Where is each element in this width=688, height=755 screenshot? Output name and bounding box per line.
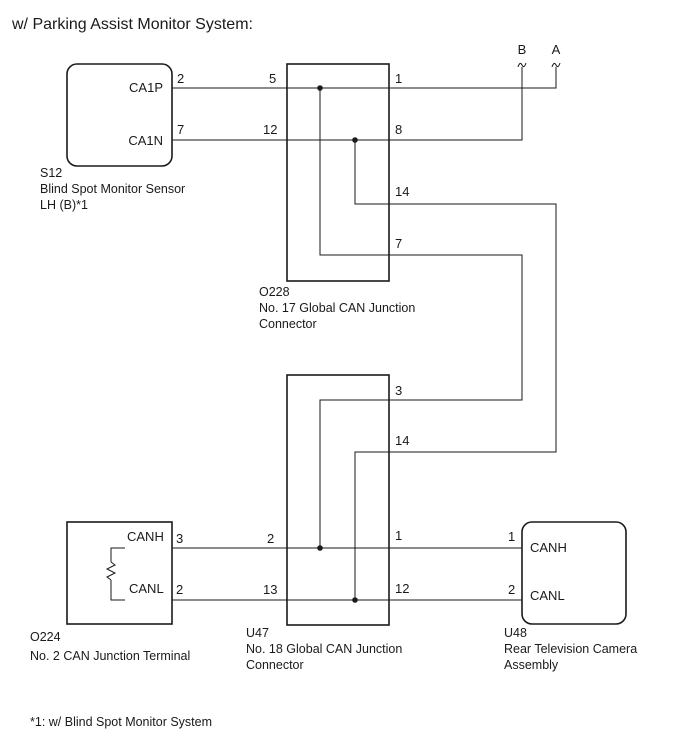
s12-sensor-box	[66, 63, 173, 167]
o228-pin-12: 12	[263, 122, 277, 137]
u48-name-line2: Assembly	[504, 658, 559, 672]
o224-signal-canh: CANH	[127, 529, 164, 544]
u48-name-line1: Rear Television Camera	[504, 642, 637, 656]
o228-pin-5: 5	[269, 71, 276, 86]
junction-dot	[317, 85, 323, 91]
wire-u47-internal-low	[354, 451, 389, 600]
junction-dot	[352, 137, 358, 143]
o228-name-line2: Connector	[259, 317, 317, 331]
u47-connector-box	[286, 374, 390, 626]
o228-code: O228	[259, 285, 290, 299]
u47-name-line2: Connector	[246, 658, 304, 672]
u47-pin-13: 13	[263, 582, 277, 597]
o224-pin-2: 2	[176, 582, 183, 597]
terminal-a-label: A	[552, 42, 561, 57]
s12-pin-7: 7	[177, 122, 184, 137]
o228-pin-8: 8	[395, 122, 402, 137]
terminal-b-break-mark	[517, 62, 527, 68]
s12-pin-2: 2	[177, 71, 184, 86]
wire-b	[172, 67, 523, 141]
s12-signal-ca1p: CA1P	[129, 80, 163, 95]
s12-name-line2: LH (B)*1	[40, 198, 88, 212]
o224-signal-canl: CANL	[129, 581, 164, 596]
o224-terminal-box	[66, 521, 173, 625]
o228-connector-box	[286, 63, 390, 282]
s12-code: S12	[40, 166, 62, 180]
u47-name-line1: No. 18 Global CAN Junction	[246, 642, 402, 656]
wire-u47-internal-high	[319, 399, 389, 548]
u48-pin-2: 2	[508, 582, 515, 597]
wire-o228-7-to-u47-3	[389, 254, 523, 401]
s12-name-line1: Blind Spot Monitor Sensor	[40, 182, 185, 196]
terminal-b-label: B	[518, 42, 527, 57]
u48-signal-canh: CANH	[530, 540, 567, 555]
s12-signal-ca1n: CA1N	[128, 133, 163, 148]
diagram-title: w/ Parking Assist Monitor System:	[11, 16, 253, 33]
o224-pin-3: 3	[176, 531, 183, 546]
o224-resistor-lead	[110, 580, 125, 601]
resistor-icon	[105, 561, 117, 581]
wire-a	[172, 67, 557, 89]
o224-code: O224	[30, 630, 61, 644]
o228-pin-14: 14	[395, 184, 409, 199]
u47-pin-14: 14	[395, 433, 409, 448]
o224-name-line1: No. 2 CAN Junction Terminal	[30, 649, 190, 663]
o228-pin-1: 1	[395, 71, 402, 86]
u47-code: U47	[246, 626, 269, 640]
u47-pin-3: 3	[395, 383, 402, 398]
u48-signal-canl: CANL	[530, 588, 565, 603]
u48-code: U48	[504, 626, 527, 640]
wire-o228-internal-high	[319, 88, 389, 256]
u48-pin-1: 1	[508, 529, 515, 544]
junction-dot	[317, 545, 323, 551]
u47-pin-12: 12	[395, 581, 409, 596]
junction-dot	[352, 597, 358, 603]
terminal-a-break-mark	[551, 62, 561, 68]
u47-pin-1: 1	[395, 528, 402, 543]
wire-o228-internal-low	[354, 140, 389, 205]
u48-camera-box	[521, 521, 627, 625]
o228-pin-7: 7	[395, 236, 402, 251]
u47-pin-2: 2	[267, 531, 274, 546]
o224-resistor-lead	[110, 547, 125, 562]
footnote: *1: w/ Blind Spot Monitor System	[30, 715, 212, 729]
wire-o228-14-to-u47-14	[389, 203, 557, 453]
o228-name-line1: No. 17 Global CAN Junction	[259, 301, 415, 315]
